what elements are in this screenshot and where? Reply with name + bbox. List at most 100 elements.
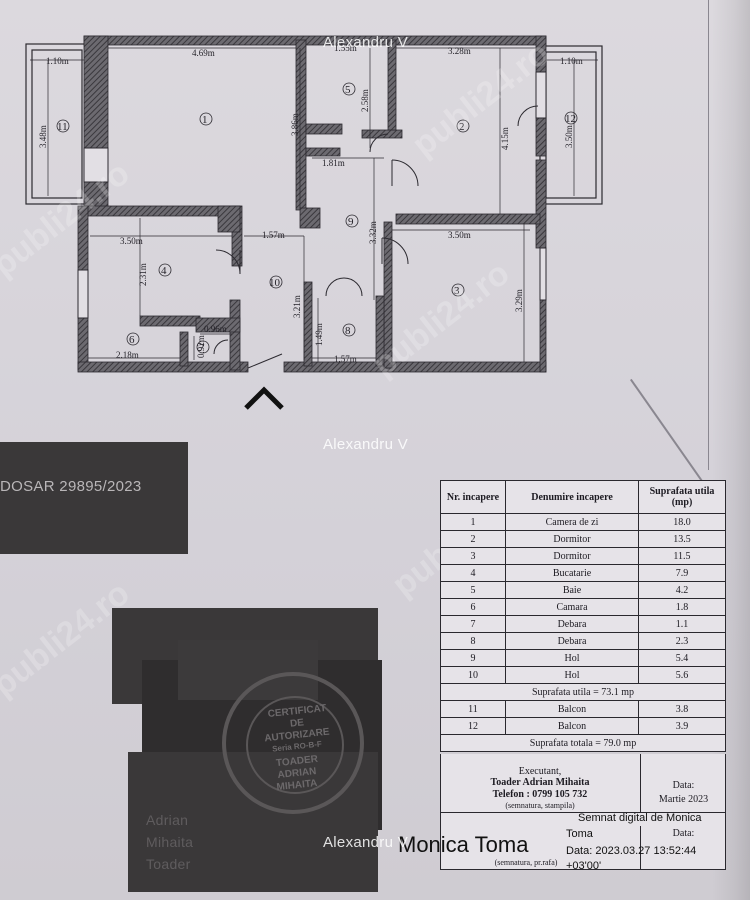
side-name: Toader [146, 856, 191, 872]
owner-date-label: Data: [672, 828, 695, 839]
cell-nr: 1 [440, 513, 506, 531]
dim-label: 1.49m [314, 323, 324, 346]
cell-nr: 10 [440, 666, 506, 684]
cell-name: Dormitor [505, 530, 639, 548]
cell-nr: 12 [440, 717, 506, 735]
doors [213, 105, 539, 369]
cell-name: Balcon [505, 700, 639, 718]
floor-plan: 1.10m 4.69m 1.55m 3.28m 1.10m 3.48m 3.86… [25, 35, 603, 410]
digital-signature-title: Semnat digital de Monica [578, 812, 702, 824]
watermark-name: Alexandru V [323, 834, 409, 851]
cell-name: Balcon [505, 717, 639, 735]
dim-label: 1.57m [262, 230, 285, 240]
room-number: 3 [454, 285, 460, 297]
cell-nr: 2 [440, 530, 506, 548]
dim-label: 2.31m [138, 263, 148, 286]
useful-total-row: Suprafata utila = 73.1 mp [440, 683, 726, 701]
table-header-row: Nr. incapere Denumire incapere Suprafata… [440, 480, 726, 514]
entrance-arrow-icon [244, 386, 284, 410]
dim-label: 2.18m [116, 350, 139, 360]
dim-label: 1.10m [560, 56, 583, 66]
dim-label: 0.96m [204, 324, 227, 334]
cell-name: Bucatarie [505, 564, 639, 582]
dim-label: 1.10m [46, 56, 69, 66]
dim-label: 1.57m [334, 354, 357, 364]
room-number: 8 [345, 325, 351, 337]
room-number: 11 [57, 121, 68, 133]
authorization-stamp: CERTIFICAT DE AUTORIZARE Seria RO-B-F TO… [222, 672, 364, 814]
grand-total-row: Suprafata totala = 79.0 mp [440, 734, 726, 752]
room-number: 2 [459, 121, 465, 133]
cell-area: 13.5 [638, 530, 726, 548]
dim-label: 3.50m [448, 230, 471, 240]
executant-sign-note: (semnatura, stampila) [505, 801, 575, 810]
dim-label: 3.86m [290, 113, 300, 136]
cell-nr: 6 [440, 598, 506, 616]
side-name: Mihaita [146, 834, 194, 850]
cell-name: Dormitor [505, 547, 639, 565]
grand-total: Suprafata totala = 79.0 mp [440, 734, 726, 752]
date-value: Martie 2023 [658, 794, 709, 805]
watermark-name: Alexandru V [323, 34, 409, 51]
cell-area: 3.8 [638, 700, 726, 718]
owner-sign-note: (semnatura, pr.rafa) [494, 858, 558, 867]
header-nr: Nr. incapere [440, 480, 506, 514]
executant-phone: Telefon : 0799 105 732 [492, 789, 588, 800]
walls [77, 35, 547, 373]
side-name: Adrian [146, 812, 189, 828]
cell-area: 7.9 [638, 564, 726, 582]
header-area: Suprafata utila (mp) [638, 480, 726, 514]
cell-nr: 8 [440, 632, 506, 650]
cell-name: Hol [505, 649, 639, 667]
cell-area: 1.1 [638, 615, 726, 633]
room-number: 12 [565, 113, 576, 125]
cell-name: Debara [505, 615, 639, 633]
digital-signature-name: Monica Toma [398, 832, 529, 857]
room-number: 4 [161, 265, 167, 277]
watermark-name: Alexandru V [323, 436, 409, 453]
cell-name: Hol [505, 666, 639, 684]
dim-label: 3.50m [120, 236, 143, 246]
cell-area: 2.3 [638, 632, 726, 650]
digital-signature-name-2: Toma [566, 828, 593, 840]
rooms-table: Nr. incapere Denumire incapere Suprafata… [440, 480, 726, 752]
room-number: 1 [202, 114, 208, 126]
dim-label: 2.58m [360, 89, 370, 112]
dim-label: 3.48m [38, 125, 48, 148]
executant-name: Toader Adrian Mihaita [490, 777, 590, 788]
cell-nr: 9 [440, 649, 506, 667]
date-label: Data: [672, 780, 695, 791]
digital-signature-date: Data: 2023.03.27 13:52:44 [566, 845, 697, 857]
room-number: 5 [345, 84, 351, 96]
room-markers [56, 82, 578, 354]
cell-nr: 4 [440, 564, 506, 582]
cell-area: 5.6 [638, 666, 726, 684]
dosar-number: DOSAR 29895/2023 [0, 478, 142, 495]
cell-area: 18.0 [638, 513, 726, 531]
cell-nr: 5 [440, 581, 506, 599]
dim-label: 3.32m [368, 221, 378, 244]
room-number: 10 [269, 277, 281, 289]
cell-name: Debara [505, 632, 639, 650]
cell-name: Camara [505, 598, 639, 616]
room-number: 7 [199, 342, 205, 354]
dim-label: 3.50m [564, 125, 574, 148]
dim-label: 3.29m [514, 289, 524, 312]
cell-name: Camera de zi [505, 513, 639, 531]
cell-nr: 11 [440, 700, 506, 718]
useful-total: Suprafata utila = 73.1 mp [440, 683, 726, 701]
dim-label: 4.69m [192, 48, 215, 58]
windows [77, 71, 547, 319]
cell-nr: 7 [440, 615, 506, 633]
dim-label: 3.21m [292, 295, 302, 318]
